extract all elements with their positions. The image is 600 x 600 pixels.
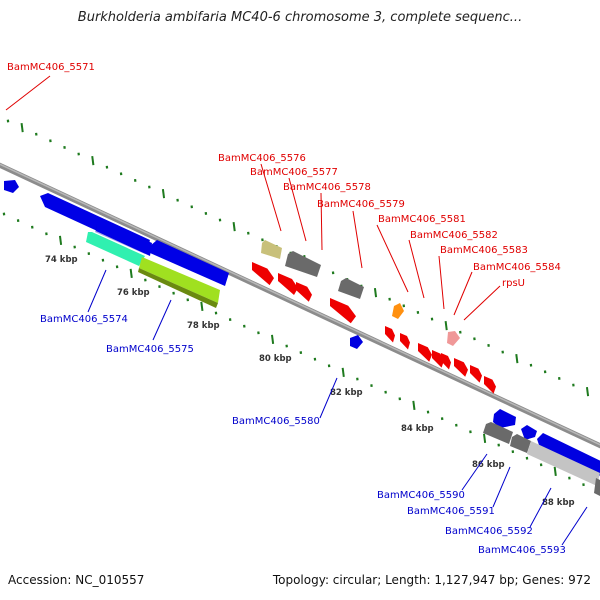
accession-text: Accession: NC_010557: [8, 573, 145, 587]
gene-blue-small-left[interactable]: [4, 180, 19, 193]
major-tick: [341, 367, 345, 378]
label-leader-line: [529, 487, 552, 528]
backbone-highlight: [0, 163, 600, 446]
major-tick: [373, 287, 378, 298]
major-tick: [553, 466, 557, 477]
major-tick: [412, 400, 416, 411]
gene-label-forward[interactable]: BamMC406_5571: [7, 62, 95, 73]
label-leader-line: [453, 271, 473, 316]
gene-label-forward[interactable]: BamMC406_5576: [218, 153, 306, 164]
ruler-label: 76 kbp: [117, 288, 150, 298]
major-tick: [444, 321, 448, 331]
gene-blue-3[interactable]: [150, 240, 229, 286]
map-title: Burkholderia ambifaria MC40-6 chromosome…: [77, 10, 523, 25]
gene-label-reverse[interactable]: BamMC406_5574: [40, 314, 128, 325]
gene-forward-red[interactable]: [400, 333, 410, 350]
label-leader-line: [152, 299, 172, 341]
gene-5575-shade: [138, 268, 218, 308]
gene-forward-red[interactable]: [330, 298, 356, 324]
label-leader-line: [352, 210, 363, 269]
major-tick: [515, 354, 519, 364]
gene-blue-6[interactable]: [537, 433, 600, 478]
gene-BamMC406_5592[interactable]: [527, 441, 600, 486]
major-tick: [200, 301, 204, 312]
label-leader-line: [492, 466, 511, 508]
gene-forward-red[interactable]: [418, 343, 432, 362]
gene-BamMC406_5579[interactable]: [392, 303, 404, 319]
gene-forward-red[interactable]: [296, 282, 312, 302]
major-tick: [58, 235, 63, 246]
gene-blue-2[interactable]: [96, 218, 152, 256]
label-leader-line: [376, 224, 409, 293]
gene-label-forward[interactable]: BamMC406_5579: [317, 199, 405, 210]
genome-summary-text: Topology: circular; Length: 1,127,947 bp…: [272, 573, 591, 587]
ruler-label: 82 kbp: [330, 388, 363, 398]
major-tick: [483, 433, 487, 444]
gene-BamMC406_5591[interactable]: [510, 434, 531, 453]
gene-forward-red[interactable]: [441, 353, 451, 370]
gene-blue-5[interactable]: [521, 425, 537, 440]
gene-BamMC406_5575[interactable]: [139, 257, 220, 303]
gene-blue-4[interactable]: [493, 409, 516, 428]
gene-forward-red[interactable]: [252, 262, 274, 286]
chromosome-backbone: [0, 162, 600, 449]
gene-forward-red[interactable]: [454, 358, 468, 377]
label-leader-line: [408, 239, 425, 299]
ruler-label: 74 kbp: [45, 255, 78, 265]
gene-forward-red[interactable]: [432, 350, 444, 368]
gene-BamMC406_5578[interactable]: [338, 278, 364, 299]
major-tick: [270, 334, 275, 345]
label-leader-line: [260, 163, 282, 232]
ruler-label: 80 kbp: [259, 354, 292, 364]
gene-rpsU[interactable]: [447, 331, 460, 346]
gene-label-reverse[interactable]: BamMC406_5580: [232, 416, 320, 427]
label-leader-line: [561, 506, 588, 546]
gene-label-forward[interactable]: BamMC406_5583: [440, 245, 528, 256]
major-tick: [161, 188, 166, 199]
gene-BamMC406_5580[interactable]: [350, 335, 363, 349]
gene-label-reverse[interactable]: BamMC406_5592: [445, 526, 533, 537]
label-leader-line: [461, 453, 488, 491]
gene-forward-red[interactable]: [385, 326, 395, 343]
gene-BamMC406_5574[interactable]: [86, 232, 145, 266]
ruler-label: 78 kbp: [187, 321, 220, 331]
ruler-label: 88 kbp: [542, 498, 575, 508]
gene-BamMC406_5590[interactable]: [483, 422, 513, 444]
forward-red-genes: [252, 262, 496, 394]
gene-label-reverse[interactable]: BamMC406_5575: [106, 344, 194, 355]
ruler-tick-track: [2, 212, 585, 487]
gene-BamMC406_5577[interactable]: [285, 251, 321, 277]
gene-label-forward[interactable]: BamMC406_5581: [378, 214, 466, 225]
gene-label-forward[interactable]: rpsU: [502, 278, 525, 289]
gene-label-reverse[interactable]: BamMC406_5590: [377, 490, 465, 501]
gene-forward-red[interactable]: [470, 365, 482, 383]
label-leader-line: [87, 269, 107, 313]
major-tick: [232, 221, 236, 232]
major-tick: [20, 122, 24, 133]
gene-forward-red[interactable]: [278, 273, 298, 295]
gene-label-reverse[interactable]: BamMC406_5593: [478, 545, 566, 556]
gene-label-forward[interactable]: BamMC406_5577: [250, 167, 338, 178]
ruler-label: 84 kbp: [401, 424, 434, 434]
gene-BamMC406_5593[interactable]: [594, 478, 600, 496]
major-tick: [129, 268, 133, 279]
gene-forward-red[interactable]: [484, 376, 496, 394]
gene-label-reverse[interactable]: BamMC406_5591: [407, 506, 495, 517]
gene-label-forward[interactable]: BamMC406_5582: [410, 230, 498, 241]
major-tick: [91, 155, 95, 166]
gene-BamMC406_5576[interactable]: [261, 240, 282, 259]
label-leader-line: [319, 377, 338, 419]
major-tick: [585, 387, 590, 397]
label-leader-line: [463, 285, 501, 321]
ruler-label: 86 kbp: [472, 460, 505, 470]
gene-label-forward[interactable]: BamMC406_5584: [473, 262, 561, 273]
label-leader-line: [320, 192, 323, 251]
label-leader-line: [288, 177, 307, 242]
label-leader-line: [5, 75, 51, 111]
gene-label-forward[interactable]: BamMC406_5578: [283, 182, 371, 193]
label-leader-line: [438, 255, 445, 310]
